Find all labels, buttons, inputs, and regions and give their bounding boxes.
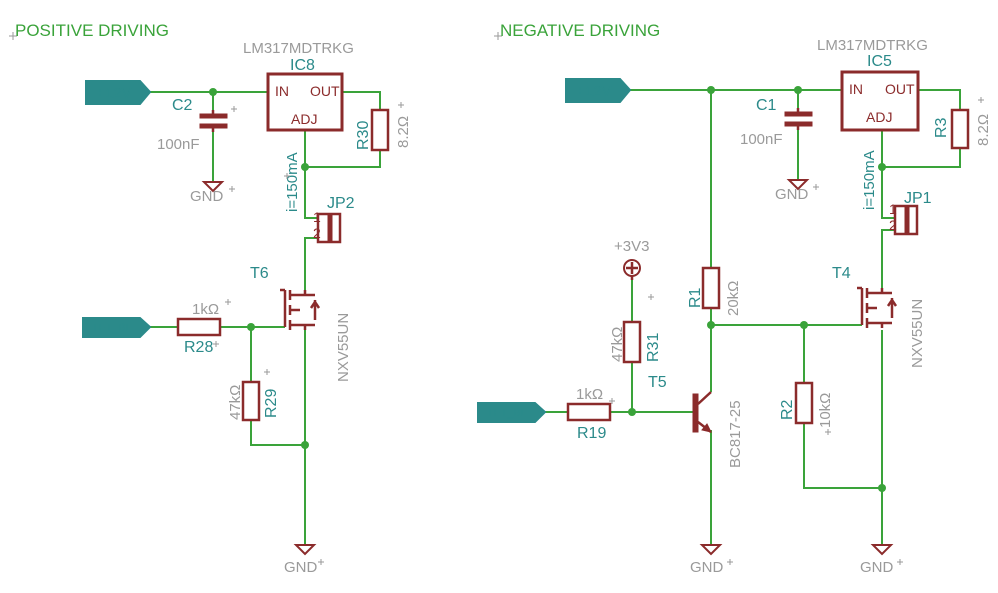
mosfet-t6: T6 NXV55UN bbox=[250, 265, 352, 382]
r1-value: 20kΩ bbox=[725, 281, 742, 316]
net-label-tft-bl-negative: TFT_BL bbox=[477, 402, 547, 423]
r2-name: R2 bbox=[779, 399, 796, 420]
negative-driving-section: NEGATIVE DRIVING +12V bbox=[477, 21, 992, 576]
gnd-symbol-5: GND bbox=[860, 544, 894, 576]
regulator-ic8: IN OUT ADJ IC8 LM317MDTRKG bbox=[243, 40, 354, 132]
r1-name: R1 bbox=[687, 287, 704, 308]
ic5-value: LM317MDTRKG bbox=[817, 37, 928, 54]
current-label-negative: i=150mA bbox=[861, 150, 878, 210]
r3-value: 8.2Ω bbox=[975, 114, 992, 146]
c2-name: C2 bbox=[172, 97, 193, 114]
gnd-text-5: GND bbox=[860, 559, 894, 576]
r2-value: 10kΩ bbox=[817, 393, 834, 428]
r28-value: 1kΩ bbox=[192, 301, 219, 318]
ic5-pin-adj: ADJ bbox=[866, 109, 892, 125]
current-label-positive: i=150mA bbox=[284, 152, 301, 212]
gnd-symbol-2: GND bbox=[284, 544, 318, 576]
mosfet-t4: T4 NXV55UN bbox=[832, 265, 926, 368]
r19-value: 1kΩ bbox=[576, 386, 603, 403]
ic5-name: IC5 bbox=[867, 53, 892, 70]
resistor-r29: 47kΩ R29 bbox=[227, 380, 280, 422]
t4-name: T4 bbox=[832, 265, 851, 282]
ic8-pin-in: IN bbox=[275, 83, 289, 99]
ic8-pin-adj: ADJ bbox=[291, 111, 317, 127]
positive-driving-title: POSITIVE DRIVING bbox=[15, 21, 169, 40]
regulator-ic5: IN OUT ADJ IC5 LM317MDTRKG bbox=[817, 37, 928, 132]
jumper-jp2: JP2 1 2 bbox=[313, 195, 355, 244]
r29-name: R29 bbox=[263, 389, 280, 418]
jp1-pin1: 1 bbox=[889, 201, 897, 217]
gnd-symbol-4: GND bbox=[690, 544, 724, 576]
gnd-text-2: GND bbox=[284, 559, 318, 576]
jp1-name: JP1 bbox=[904, 190, 932, 207]
r19-name: R19 bbox=[577, 425, 606, 442]
gnd-text-4: GND bbox=[690, 559, 724, 576]
t6-name: T6 bbox=[250, 265, 269, 282]
resistor-r28: 1kΩ R28 bbox=[176, 301, 222, 356]
r29-value: 47kΩ bbox=[227, 385, 244, 420]
c1-name: C1 bbox=[756, 97, 777, 114]
resistor-r2: R2 10kΩ bbox=[779, 381, 834, 428]
ic8-name: IC8 bbox=[290, 57, 315, 74]
r3-name: R3 bbox=[933, 117, 950, 138]
jp2-pin1: 1 bbox=[313, 209, 321, 225]
tft-bl-text-negative: TFT_BL bbox=[487, 407, 527, 419]
resistor-r31: 47kΩ R31 bbox=[609, 320, 662, 364]
t4-value: NXV55UN bbox=[909, 299, 926, 368]
resistor-r19: 1kΩ R19 bbox=[566, 386, 612, 442]
ic8-value: LM317MDTRKG bbox=[243, 40, 354, 57]
ic5-pin-out: OUT bbox=[885, 81, 915, 97]
gnd-text-1: GND bbox=[190, 188, 224, 205]
t5-name: T5 bbox=[648, 374, 667, 391]
positive-driving-section: POSITIVE DRIVING +12V C2 100nF bbox=[9, 21, 412, 576]
gnd-symbol-1: GND bbox=[190, 181, 225, 205]
gnd-symbol-3: GND bbox=[775, 179, 810, 203]
r30-name: R30 bbox=[355, 121, 372, 150]
t6-value: NXV55UN bbox=[335, 313, 352, 382]
net-label-tft-bl-positive: TFT_BL bbox=[82, 317, 152, 338]
ic5-pin-in: IN bbox=[849, 81, 863, 97]
supply-3v3: +3V3 bbox=[614, 238, 649, 280]
net-label-12v-negative: +12V bbox=[565, 78, 632, 103]
net-12v-text-negative: +12V bbox=[576, 83, 611, 100]
c1-value: 100nF bbox=[740, 131, 783, 148]
jp2-pin2: 2 bbox=[313, 225, 321, 241]
net-label-12v-positive: +12V bbox=[85, 80, 152, 105]
capacitor-c1: C1 100nF bbox=[740, 97, 813, 148]
transistor-t5: T5 BC817-25 bbox=[648, 374, 744, 468]
net-12v-text: +12V bbox=[96, 85, 131, 102]
r31-value: 47kΩ bbox=[609, 327, 626, 362]
jp2-name: JP2 bbox=[327, 195, 355, 212]
jp1-pin2: 2 bbox=[889, 217, 897, 233]
gnd-text-3: GND bbox=[775, 186, 809, 203]
ic8-pin-out: OUT bbox=[310, 83, 340, 99]
label-origin-marks bbox=[213, 97, 984, 565]
resistor-r1: R1 20kΩ bbox=[687, 266, 742, 316]
resistor-r30: R30 8.2Ω bbox=[355, 108, 412, 152]
tft-bl-text-positive: TFT_BL bbox=[92, 322, 132, 334]
r30-value: 8.2Ω bbox=[395, 116, 412, 148]
resistor-r3: R3 8.2Ω bbox=[933, 108, 992, 150]
c2-value: 100nF bbox=[157, 136, 200, 153]
t5-value: BC817-25 bbox=[727, 400, 744, 468]
jumper-jp1: JP1 1 2 bbox=[889, 190, 932, 236]
capacitor-c2: C2 100nF bbox=[157, 97, 228, 153]
r28-name: R28 bbox=[184, 339, 213, 356]
net-3v3-text: +3V3 bbox=[614, 238, 649, 255]
negative-driving-title: NEGATIVE DRIVING bbox=[500, 21, 660, 40]
r31-name: R31 bbox=[645, 333, 662, 362]
